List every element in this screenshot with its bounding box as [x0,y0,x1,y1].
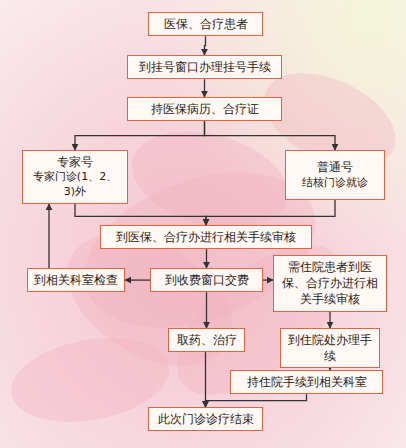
box-text: 到收费窗口交费 [156,272,257,288]
process-box: 到挂号窗口办理挂号手续 [127,55,282,79]
box-text: 专家号 [28,154,122,170]
flow-arrow [205,352,206,407]
process-box: 到住院处办理手续 [280,328,380,368]
process-box: 到相关科室检查 [27,268,125,292]
box-text: 需住院患者到医保、合疗办进行相关手续审核 [279,259,381,308]
box-text: 医保、合疗患者 [154,16,257,32]
process-box: 到收费窗口交费 [150,268,263,292]
flow-arrow [205,36,206,55]
box-subtext: 专家门诊(1、2、3)外 [28,170,122,200]
process-box: 需住院患者到医保、合疗办进行相关手续审核 [273,255,387,312]
peony-petals [4,54,406,433]
flow-arrow [75,204,206,225]
process-box: 取药、治疗 [168,328,245,352]
flow-arrow [206,249,207,268]
box-subtext: 结核门诊就诊 [291,176,379,191]
flow-arrow [204,79,205,97]
flow-arrow [75,121,205,150]
process-box: 普通号结核门诊就诊 [285,150,385,200]
box-text: 到医保、合疗办进行相关手续审核 [106,229,306,245]
box-text: 普通号 [291,159,379,175]
box-text: 取药、治疗 [174,332,239,348]
box-text: 到住院处办理手续 [286,332,374,364]
box-text: 到挂号窗口办理挂号手续 [133,59,276,75]
flow-arrow [205,121,336,150]
flow-arrow [329,312,330,328]
process-box: 持住院手续到相关科室 [230,370,383,394]
flow-arrow [206,292,207,328]
box-text: 此次门诊诊疗结束 [154,411,257,427]
flow-arrow [263,279,273,280]
flow-arrow [48,204,49,268]
process-box: 此次门诊诊疗结束 [148,407,263,431]
box-text: 持医保病历、合疗证 [133,101,276,117]
box-text: 持住院手续到相关科室 [236,374,377,390]
process-box: 专家号专家门诊(1、2、3)外 [22,150,128,204]
flow-arrow [206,394,307,407]
flow-arrow [206,200,335,225]
process-box: 到医保、合疗办进行相关手续审核 [100,225,312,249]
process-box: 医保、合疗患者 [148,12,263,36]
flow-arrow [125,279,150,280]
process-box: 持医保病历、合疗证 [127,97,282,121]
box-text: 到相关科室检查 [33,272,119,288]
